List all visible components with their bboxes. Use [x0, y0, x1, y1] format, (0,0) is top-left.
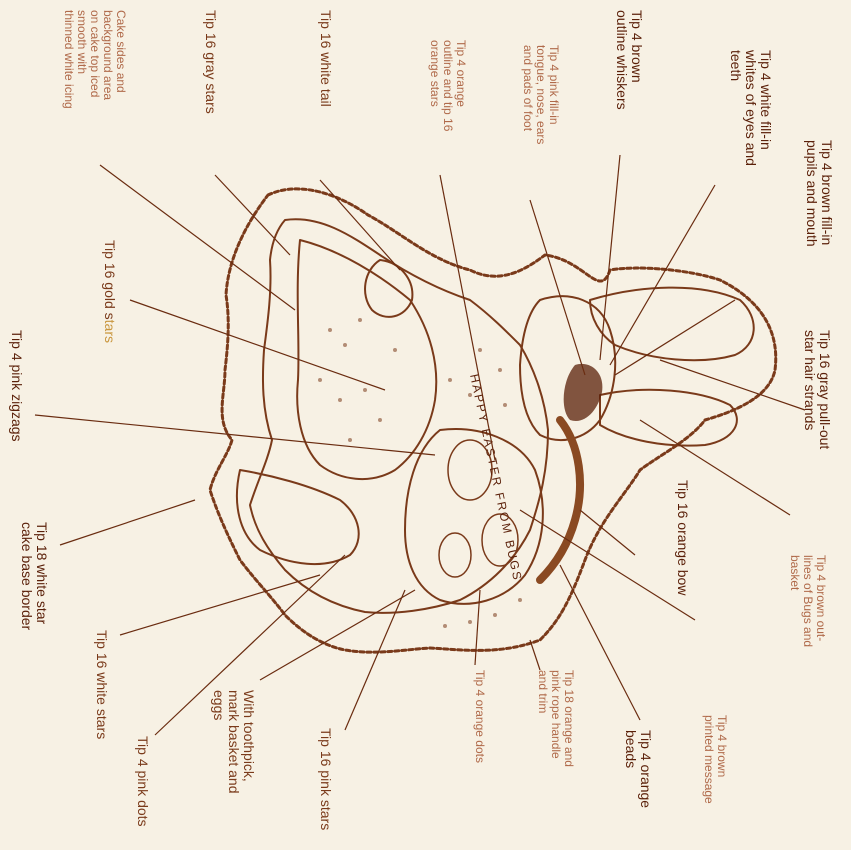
label-orange-beads: Tip 4 orange beads: [623, 730, 653, 808]
label-gold-stars-prefix: Tip 16 gold s: [102, 240, 118, 320]
cake-top-outline: [250, 219, 548, 613]
label-brown-whiskers: Tip 4 brown outline whiskers: [614, 10, 644, 110]
leader-cake-sides: [100, 165, 295, 310]
label-printed-message: Tip 4 brown printed message: [702, 715, 728, 804]
leader-orange-dots: [475, 590, 480, 665]
label-white-tail: Tip 16 white tail: [318, 10, 333, 107]
leader-gray-pullout: [660, 360, 805, 410]
leader-pink-stars: [345, 590, 405, 730]
leader-white-tail: [320, 180, 400, 270]
label-orange-bow: Tip 16 orange bow: [675, 480, 690, 595]
label-gold-stars-suffix: tars: [102, 320, 118, 343]
label-rope-handle: Tip 18 orange and pink rope handle and t…: [536, 670, 575, 767]
leader-brown-lines: [640, 420, 790, 515]
label-pink-dots: Tip 4 pink dots: [135, 736, 150, 827]
leader-gray-stars: [215, 175, 290, 255]
label-white-stars: Tip 16 white stars: [94, 630, 109, 739]
leader-brown-fillin: [615, 300, 735, 375]
label-gray-pullout: Tip 16 gray pull-out star hair strands: [802, 330, 832, 449]
leader-orange-outline: [440, 175, 495, 460]
leader-printed-message: [520, 510, 695, 620]
leader-pink-fillin: [530, 200, 585, 375]
label-brown-fillin: Tip 4 brown fill-in pupils and mouth: [804, 140, 834, 247]
label-pink-stars: Tip 16 pink stars: [318, 728, 333, 830]
label-pink-zigzags: Tip 4 pink zigzags: [9, 330, 24, 442]
pupils-and-mouth: [564, 364, 603, 421]
label-base-border: Tip 18 white star cake base border: [19, 522, 49, 630]
bugs-ear-right: [600, 390, 737, 446]
label-toothpick: With toothpick, mark basket and eggs: [211, 690, 256, 794]
leader-white-stars: [120, 575, 320, 635]
rope-handle: [540, 420, 580, 580]
leader-rope-handle: [530, 640, 540, 670]
leader-pink-zigzags: [35, 415, 435, 455]
label-white-fillin: Tip 4 white fill-in whites of eyes and t…: [728, 50, 773, 166]
bugs-tail: [365, 260, 412, 317]
label-gray-stars: Tip 16 gray stars: [203, 10, 218, 114]
bugs-foot: [237, 470, 359, 564]
egg-3: [439, 533, 471, 577]
label-orange-dots: Tip 4 orange dots: [473, 670, 486, 763]
label-cake-sides: Cake sides and background area on cake t…: [62, 10, 127, 109]
leader-base-border: [60, 500, 195, 545]
label-orange-outline: Tip 4 orange outline and tip 16 orange s…: [428, 40, 467, 131]
cake-message: HAPPY EASTER FROM BUGS: [467, 373, 525, 583]
label-brown-lines: Tip 4 brown out- lines of Bugs and baske…: [788, 555, 827, 647]
label-gold-stars: Tip 16 gold stars: [102, 240, 117, 343]
label-pink-fillin: Tip 4 pink fill-in tongue, nose, ears an…: [521, 45, 560, 144]
